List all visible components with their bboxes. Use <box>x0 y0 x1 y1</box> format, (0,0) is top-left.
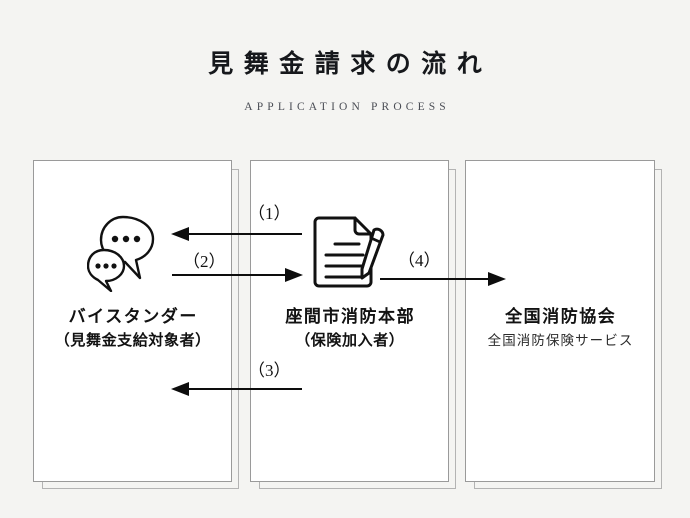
card-bystander-title: バイスタンダー <box>68 307 198 326</box>
card-bystander-subtitle: （見舞金支給対象者） <box>54 332 211 349</box>
arrow-4-head <box>488 272 506 286</box>
card-national-fire-association: 全国消防協会 全国消防保険サービス <box>465 160 662 489</box>
card-zama-labels: 座間市消防本部 （保険加入者） <box>251 306 448 353</box>
speech-bubbles-icon <box>34 209 231 295</box>
arrow-1-label: （1） <box>248 204 291 223</box>
arrow-3-shaft <box>182 388 302 390</box>
arrow-2-head <box>285 268 303 282</box>
arrow-1-shaft <box>182 233 302 235</box>
card-bystander: バイスタンダー （見舞金支給対象者） <box>33 160 239 489</box>
arrow-2-label: （2） <box>183 252 226 271</box>
arrow-1-head <box>171 227 189 241</box>
card-zama-subtitle: （保険加入者） <box>295 332 405 349</box>
page-subtitle: APPLICATION PROCESS <box>244 101 450 113</box>
document-pencil-icon <box>251 209 448 295</box>
arrow-3-head <box>171 382 189 396</box>
arrow-2-shaft <box>172 274 292 276</box>
card-association-subtitle: 全国消防保険サービス <box>487 332 634 348</box>
arrow-4-right <box>380 272 506 286</box>
card-association-labels: 全国消防協会 全国消防保険サービス <box>466 306 654 351</box>
arrow-4-shaft <box>380 278 495 280</box>
card-bystander-labels: バイスタンダー （見舞金支給対象者） <box>34 306 231 353</box>
arrow-3-label: （3） <box>248 361 291 380</box>
page-title: 見舞金請求の流れ <box>208 51 493 78</box>
arrow-3-left <box>171 382 302 396</box>
card-zama-fire-headquarters: 座間市消防本部 （保険加入者） <box>250 160 456 489</box>
arrow-4-label: （4） <box>398 251 441 270</box>
arrow-2-right <box>172 268 303 282</box>
card-zama-title: 座間市消防本部 <box>285 307 416 326</box>
card-association-title: 全国消防協会 <box>505 307 617 326</box>
arrow-1-left <box>171 227 302 241</box>
